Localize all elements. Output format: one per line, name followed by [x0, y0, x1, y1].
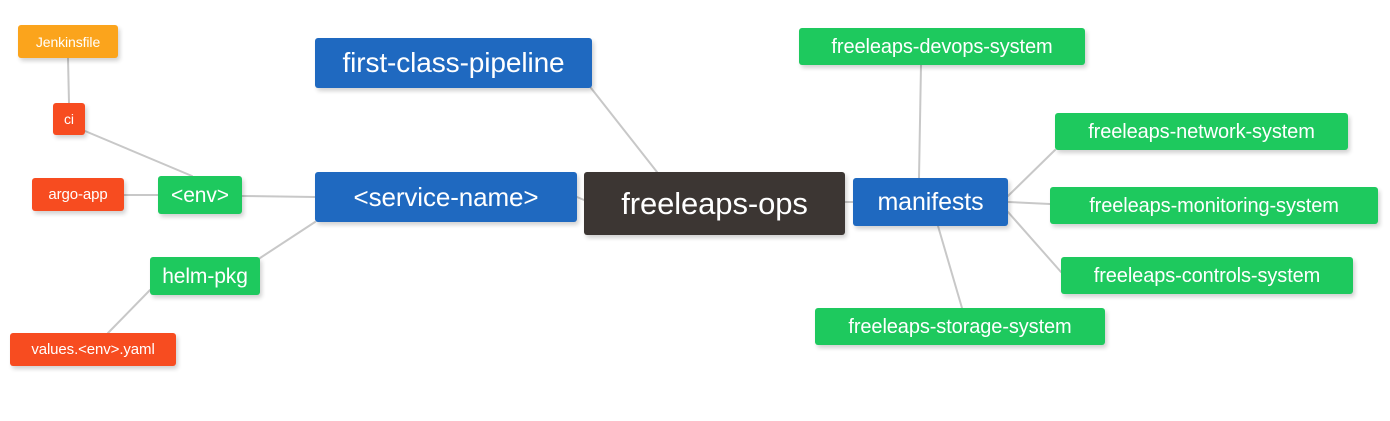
- mindmap-node-env[interactable]: <env>: [158, 176, 242, 214]
- edge-ci-jenkinsfile: [67, 57, 70, 104]
- edge-env-ci: [84, 130, 193, 177]
- edge-manifests-network: [1007, 149, 1056, 197]
- mindmap-node-jenkinsfile[interactable]: Jenkinsfile: [18, 25, 118, 58]
- edge-service-env: [241, 195, 316, 198]
- mindmap-node-freeleaps-network-system[interactable]: freeleaps-network-system: [1055, 113, 1348, 150]
- mindmap-node-values-env-yaml[interactable]: values.<env>.yaml: [10, 333, 176, 366]
- mindmap-node-service-name[interactable]: <service-name>: [315, 172, 577, 222]
- edge-service-helm: [256, 221, 316, 261]
- mindmap-node-freeleaps-ops[interactable]: freeleaps-ops: [584, 172, 845, 235]
- mindmap-node-argo-app[interactable]: argo-app: [32, 178, 124, 211]
- mindmap-node-label: freeleaps-controls-system: [1093, 264, 1321, 287]
- mindmap-node-freeleaps-controls-system[interactable]: freeleaps-controls-system: [1061, 257, 1353, 294]
- mindmap-node-first-class-pipeline[interactable]: first-class-pipeline: [315, 38, 592, 88]
- mindmap-node-label: manifests: [877, 187, 984, 216]
- edge-pipeline-ops: [590, 87, 658, 173]
- mindmap-node-manifests[interactable]: manifests: [853, 178, 1008, 226]
- mindmap-node-label: Jenkinsfile: [35, 33, 101, 50]
- mindmap-node-freeleaps-monitoring-system[interactable]: freeleaps-monitoring-system: [1050, 187, 1378, 224]
- mindmap-node-label: freeleaps-ops: [621, 186, 808, 221]
- mindmap-node-label: helm-pkg: [162, 264, 248, 288]
- mindmap-node-label: <service-name>: [353, 182, 539, 212]
- mindmap-node-label: ci: [64, 111, 74, 127]
- edge-manifests-devops: [918, 64, 922, 179]
- mindmap-node-label: first-class-pipeline: [342, 47, 565, 78]
- edge-manifests-monitoring: [1007, 201, 1051, 205]
- mindmap-node-label: freeleaps-network-system: [1088, 120, 1315, 143]
- mindmap-node-label: argo-app: [48, 186, 108, 203]
- edge-helm-values: [107, 289, 151, 334]
- mindmap-node-label: freeleaps-devops-system: [831, 35, 1053, 58]
- mindmap-node-label: freeleaps-monitoring-system: [1089, 194, 1339, 217]
- mindmap-node-label: freeleaps-storage-system: [848, 315, 1072, 338]
- mindmap-node-label: values.<env>.yaml: [31, 341, 155, 358]
- edge-manifests-storage: [937, 225, 963, 309]
- mindmap-node-helm-pkg[interactable]: helm-pkg: [150, 257, 260, 295]
- mindmap-node-freeleaps-storage-system[interactable]: freeleaps-storage-system: [815, 308, 1105, 345]
- mindmap-node-ci[interactable]: ci: [53, 103, 85, 135]
- mindmap-node-label: <env>: [171, 183, 229, 207]
- mindmap-node-freeleaps-devops-system[interactable]: freeleaps-devops-system: [799, 28, 1085, 65]
- edge-ops-service: [576, 196, 585, 201]
